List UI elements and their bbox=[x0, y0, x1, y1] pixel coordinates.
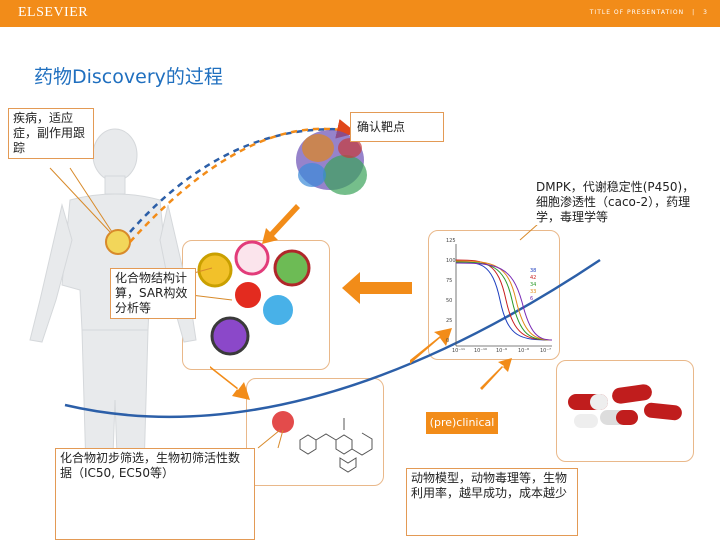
arrow-dmpk-to-compounds bbox=[342, 272, 412, 304]
target-label: 确认靶点 bbox=[350, 112, 444, 142]
slide-title: 药物Discovery的过程 bbox=[34, 66, 223, 88]
compound-library-circles bbox=[197, 240, 311, 356]
flow-arrows bbox=[210, 204, 512, 400]
x-tick: 10⁻¹⁰ bbox=[474, 348, 488, 354]
arrow-compounds-to-screening bbox=[210, 366, 250, 400]
elsevier-logo: ELSEVIER bbox=[18, 5, 89, 20]
legend-item: 42 bbox=[530, 275, 537, 281]
animal-model-label: 动物模型，动物毒理等，生物利用率，越早成功，成本越少 bbox=[406, 468, 578, 536]
protein-structure-image bbox=[296, 130, 367, 195]
x-tick: 10⁻⁹ bbox=[496, 348, 508, 354]
dashed-arc-to-target bbox=[129, 127, 353, 233]
legend-item: 33 bbox=[530, 289, 537, 295]
legend-item: 38 bbox=[530, 268, 537, 274]
y-tick: 100 bbox=[446, 258, 456, 264]
chemical-structure-image bbox=[272, 411, 373, 473]
arrow-target-to-compounds bbox=[262, 204, 300, 244]
presentation-title: TITLE OF PRESENTATION bbox=[589, 9, 685, 16]
x-tick: 10⁻¹¹ bbox=[452, 348, 466, 354]
arrow-clinical-up bbox=[480, 358, 512, 390]
disease-label: 疾病，适应症，副作用跟踪 bbox=[8, 108, 94, 159]
y-tick: 125 bbox=[446, 238, 456, 244]
chart-legend: 38 42 34 33 6 bbox=[530, 268, 550, 303]
legend-item: 6 bbox=[530, 296, 534, 302]
y-tick: 0 bbox=[446, 338, 450, 344]
header-bar bbox=[0, 0, 720, 27]
header-separator: | bbox=[692, 9, 696, 16]
structure-panel bbox=[246, 378, 384, 486]
process-curve bbox=[64, 258, 601, 419]
header-info: TITLE OF PRESENTATION | 3 bbox=[590, 9, 708, 16]
arrow-clinical-to-dmpk bbox=[410, 328, 452, 364]
y-tick: 75 bbox=[446, 278, 453, 284]
chart-x-ticks: 10⁻¹¹ 10⁻¹⁰ 10⁻⁹ 10⁻⁸ 10⁻⁷ bbox=[452, 348, 552, 356]
dashed-arrow-to-target bbox=[129, 119, 357, 243]
y-tick: 50 bbox=[446, 298, 453, 304]
pills-image bbox=[568, 384, 682, 428]
disease-site-marker bbox=[105, 229, 131, 255]
legend-item: 34 bbox=[530, 282, 537, 288]
y-tick: 25 bbox=[446, 318, 453, 324]
preclinical-badge: (pre)clinical bbox=[426, 412, 498, 434]
page-number: 3 bbox=[703, 9, 708, 16]
x-tick: 10⁻⁷ bbox=[540, 348, 552, 354]
dose-response-chart bbox=[455, 244, 553, 347]
screening-label: 化合物初步筛选，生物初筛活性数据（IC50, EC50等） bbox=[55, 448, 255, 540]
dmpk-label: DMPK，代谢稳定性(P450)，细胞渗透性（caco-2），药理学，毒理学等 bbox=[536, 180, 704, 225]
sar-label: 化合物结构计算，SAR构效分析等 bbox=[110, 268, 196, 319]
x-tick: 10⁻⁸ bbox=[518, 348, 530, 354]
